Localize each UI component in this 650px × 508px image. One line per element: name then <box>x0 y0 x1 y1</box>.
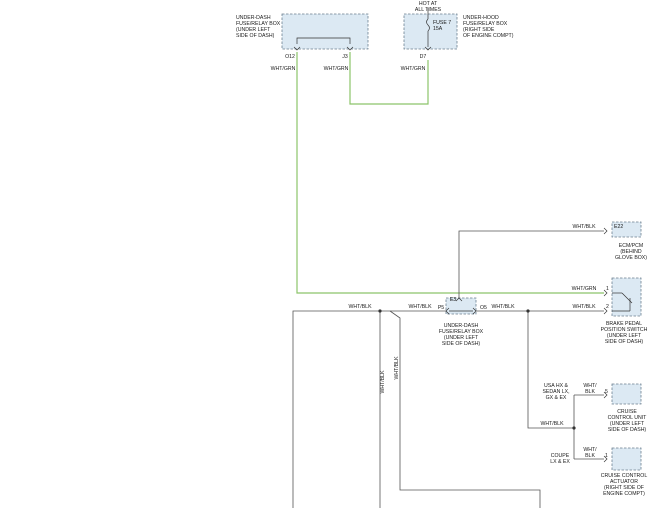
connector-chevron-e3 <box>455 297 463 302</box>
ecm-pcm <box>611 221 642 238</box>
cruise-actuator-label-3: (RIGHT SIDE OF <box>604 485 644 491</box>
connector-o12: O12 <box>285 54 295 60</box>
cruise-unit-label-4: SIDE OF DASH) <box>608 427 647 433</box>
connector-chevron-j3 <box>346 46 354 51</box>
variant-coupe-1: COUPE <box>551 453 570 459</box>
underdash-mid-label-2: FUSE/RELAY BOX <box>439 329 484 335</box>
underdash-top-label-1: UNDER-DASH <box>236 15 271 21</box>
pin-cca-1: 1 <box>605 453 608 459</box>
underdash-mid-label-3: (UNDER LEFT <box>444 335 479 341</box>
wire-label-o5: WHT/BLK <box>491 304 515 310</box>
wire-label-o12: WHT/GRN <box>271 66 296 72</box>
variant-usa-3: GX & EX <box>546 395 567 401</box>
connector-chevron-cca <box>603 455 608 463</box>
connector-chevron-e22 <box>603 227 608 235</box>
connector-chevron-bps2 <box>603 307 608 315</box>
underdash-fuse-box-mid <box>445 297 477 315</box>
underdash-fuse-box-top <box>281 13 369 50</box>
splice-cruise <box>572 426 576 430</box>
brake-switch-label-1: BRAKE PEDAL <box>606 321 642 327</box>
connector-chevron-d7 <box>424 46 432 51</box>
all-times-label: ALL TIMES <box>415 7 442 13</box>
wire-label-cruise: WHT/BLK <box>540 421 564 427</box>
underdash-top-label-3: (UNDER LEFT <box>236 27 271 33</box>
internal-jumper <box>296 37 351 44</box>
wire-e3-to-ecm <box>458 230 604 298</box>
connector-p5: P5 <box>438 305 444 311</box>
underhood-label-3: (RIGHT SIDE <box>463 27 495 33</box>
wire-label-ccu-2: BLK <box>585 389 595 395</box>
wire-label-left: WHT/BLK <box>348 304 372 310</box>
wire-o12-to-brake-switch <box>296 52 604 294</box>
wire-branch-right <box>389 310 541 508</box>
wire-label-d7: WHT/GRN <box>401 66 426 72</box>
underdash-top-label-4: SIDE OF DASH) <box>236 33 275 39</box>
splice-right <box>526 309 530 313</box>
connector-d7: D7 <box>420 54 427 60</box>
wire-left-run <box>292 310 446 508</box>
wire-label-vertical-1: WHT/BLK <box>380 370 386 394</box>
wire-label-vertical-2: WHT/BLK <box>394 356 400 380</box>
pin-bps-2: 2 <box>606 304 609 310</box>
connector-chevron-p5 <box>445 307 450 315</box>
cruise-actuator-label-1: CRUISE CONTROL <box>601 473 648 479</box>
splice-left <box>378 309 382 313</box>
wire-label-bps1: WHT/GRN <box>572 286 597 292</box>
connector-chevron-o5 <box>472 307 477 315</box>
brake-switch-label-3: (UNDER LEFT <box>607 333 642 339</box>
underhood-label-2: FUSE/RELAY BOX <box>463 21 508 27</box>
fuse-rating: 15A <box>433 26 443 32</box>
connector-o5: O5 <box>480 305 487 311</box>
brake-switch-label-4: SIDE OF DASH) <box>605 339 644 345</box>
cruise-unit-label-3: (UNDER LEFT <box>610 421 645 427</box>
wire-to-cruise <box>527 311 574 429</box>
underdash-top-label-2: FUSE/RELAY BOX <box>236 21 281 27</box>
ecm-label-3: GLOVE BOX) <box>615 255 647 261</box>
ecm-label-1: ECM/PCM <box>619 243 644 249</box>
connector-j3: J3 <box>342 54 348 60</box>
cruise-actuator-label-2: ACTUATOR <box>610 479 638 485</box>
cruise-actuator-label-4: ENGINE COMPT) <box>603 491 645 497</box>
cruise-control-unit <box>611 383 642 405</box>
connector-e3: E3 <box>450 297 456 303</box>
variant-coupe-2: LX & EX <box>550 459 570 465</box>
pin-bps-1: 1 <box>606 286 609 292</box>
variant-usa-2: SEDAN LX, <box>542 389 569 395</box>
wire-label-cca-2: BLK <box>585 453 595 459</box>
underhood-label-4: OF ENGINE COMPT) <box>463 33 514 39</box>
wire-label-ecm: WHT/BLK <box>572 224 596 230</box>
hot-at-label: HOT AT <box>419 1 438 7</box>
wire-label-bps2: WHT/BLK <box>572 304 596 310</box>
wire-label-ccu-1: WHT/ <box>583 383 597 389</box>
variant-usa-1: USA HX & <box>544 383 568 389</box>
brake-switch-label-2: POSITION SWITCH <box>601 327 648 333</box>
wire-label-j3: WHT/GRN <box>324 66 349 72</box>
fuse-icon <box>426 18 430 32</box>
connector-chevron-ccu <box>603 391 608 399</box>
cruise-unit-label-1: CRUISE <box>617 409 637 415</box>
cruise-control-actuator <box>611 447 642 471</box>
ecm-label-2: (BEHIND <box>620 249 642 255</box>
fuse-label: FUSE 7 <box>433 20 451 26</box>
underhood-label-1: UNDER-HOOD <box>463 15 499 21</box>
underdash-mid-label-1: UNDER-DASH <box>444 323 479 329</box>
wire-label-p5: WHT/BLK <box>408 304 432 310</box>
brake-pedal-position-switch <box>611 277 642 317</box>
connector-chevron-bps1 <box>603 289 608 297</box>
connector-chevron-o12 <box>293 46 301 51</box>
underhood-fuse-box <box>403 13 458 50</box>
wire-j3-to-d7 <box>349 52 429 105</box>
wire-label-cca-1: WHT/ <box>583 447 597 453</box>
connector-e22: E22 <box>614 224 623 230</box>
underdash-mid-label-4: SIDE OF DASH) <box>442 341 481 347</box>
pin-ccu-5: 5 <box>605 389 608 395</box>
cruise-unit-label-2: CONTROL UNIT <box>608 415 648 421</box>
